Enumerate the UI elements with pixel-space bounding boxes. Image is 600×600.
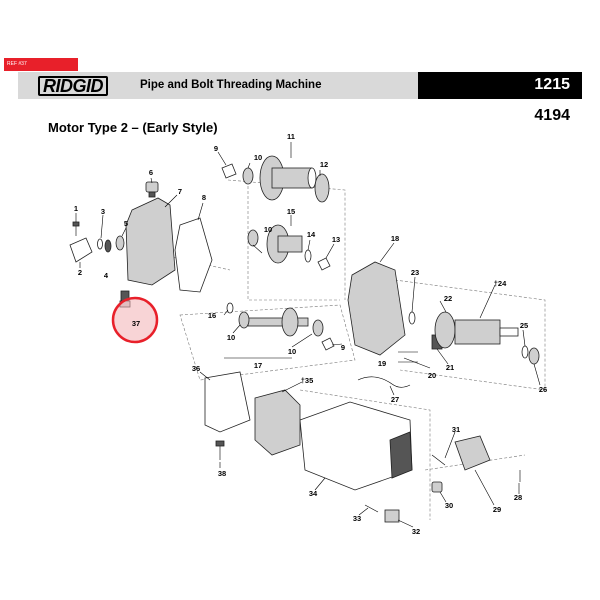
part-10-bearing-mid [247, 229, 259, 247]
label-part-8: 8 [202, 193, 206, 202]
part-number-labels: 1 2 3 4 5 6 7 8 9 10 10 10 10 11 12 13 1… [74, 132, 547, 536]
part-20-screw [403, 357, 431, 369]
label-part-5: 5 [124, 219, 128, 228]
label-part-9-lower: 9 [341, 343, 345, 352]
label-part-4: 4 [104, 271, 109, 280]
label-part-10-c: 10 [227, 333, 235, 342]
part-25-washer [521, 345, 529, 359]
label-part-25: 25 [520, 321, 528, 330]
part-9-key-lower [321, 337, 335, 351]
part-30-cap [431, 481, 443, 493]
model-number: 1215 [534, 76, 570, 93]
label-part-10-d: 10 [288, 347, 296, 356]
part-18-end-bracket [347, 261, 406, 356]
drawing-number: 4194 [534, 107, 570, 124]
label-part-28: 28 [514, 493, 522, 502]
label-part-15: 15 [287, 207, 295, 216]
label-part-18: 18 [391, 234, 399, 243]
part-24-armature [454, 319, 519, 345]
part-33-screw [364, 504, 379, 513]
part-14-washer [304, 249, 312, 263]
label-part-10-b: 10 [264, 225, 272, 234]
label-part-33: 33 [353, 514, 361, 523]
part-8-gasket [174, 217, 213, 293]
label-part-10-a: 10 [254, 153, 262, 162]
part-3-washer [97, 238, 103, 250]
part-7-gear-cover [125, 197, 176, 286]
part-15-gear-assembly [266, 224, 303, 264]
label-part-34: 34 [309, 489, 318, 498]
label-part-9: 9 [214, 144, 218, 153]
part-35-field [254, 389, 301, 456]
label-part-17: 17 [254, 361, 262, 370]
part-17-output-shaft [247, 307, 309, 337]
label-part-16: 16 [208, 311, 216, 320]
label-part-6: 6 [149, 168, 153, 177]
part-9-key [221, 163, 237, 179]
label-part-36: 36 [192, 364, 200, 373]
part-26-bearing [528, 347, 540, 365]
part-23-washer [408, 311, 416, 325]
part-6-plug [145, 181, 159, 198]
part-32-clamp [384, 509, 400, 523]
label-part-1: 1 [74, 204, 78, 213]
ref-tag: REF #37 [4, 58, 78, 71]
header-model-panel [418, 72, 582, 99]
part-19-screws [398, 351, 418, 363]
diagram-title: Motor Type 2 – (Early Style) [48, 120, 218, 135]
label-part-14: 14 [307, 230, 316, 239]
part-10-bearing-lower-right [312, 319, 324, 337]
part-10-bearing-lower-left [238, 311, 250, 329]
label-part-3: 3 [101, 207, 105, 216]
label-part-32: 32 [412, 527, 420, 536]
label-part-13: 13 [332, 235, 340, 244]
part-4-seal [104, 239, 112, 253]
label-part-21: 21 [446, 363, 454, 372]
label-part-37: 37 [132, 319, 140, 328]
label-part-11: 11 [287, 132, 295, 141]
highlight-circle-part-37 [111, 296, 159, 344]
part-2-gasket [69, 237, 93, 263]
label-part-12: 12 [320, 160, 328, 169]
part-12-bearing [314, 173, 330, 203]
part-5-bearing [115, 235, 125, 251]
label-part-35: †35 [301, 376, 314, 385]
label-part-7: 7 [178, 187, 182, 196]
label-part-24: †24 [494, 279, 507, 288]
label-part-23: 23 [411, 268, 419, 277]
product-title: Pipe and Bolt Threading Machine [140, 79, 322, 91]
label-part-30: 30 [445, 501, 453, 510]
label-part-27: 27 [391, 395, 399, 404]
part-11-gear-assembly [259, 155, 317, 201]
brand-logo: RIDGID [38, 76, 108, 96]
part-27-lead-wires [357, 376, 411, 388]
label-part-31: 31 [452, 425, 460, 434]
part-38-screw [215, 440, 225, 460]
part-34-housing-end [389, 431, 413, 479]
part-22-fan [434, 311, 456, 349]
part-16-washer [226, 302, 234, 314]
part-13-key [317, 257, 331, 271]
label-part-29: 29 [493, 505, 501, 514]
label-part-38: 38 [218, 469, 226, 478]
label-part-26: 26 [539, 385, 547, 394]
part-10-bearing-upper [242, 167, 254, 185]
part-36-shell [204, 371, 251, 433]
part-31-screw [431, 454, 446, 466]
label-part-20: 20 [428, 371, 436, 380]
part-1-screw [72, 221, 80, 236]
leader-lines [75, 142, 541, 528]
label-part-19: 19 [378, 359, 386, 368]
part-29-switch-plate [454, 435, 491, 471]
label-part-2: 2 [78, 268, 82, 277]
label-part-22: 22 [444, 294, 452, 303]
